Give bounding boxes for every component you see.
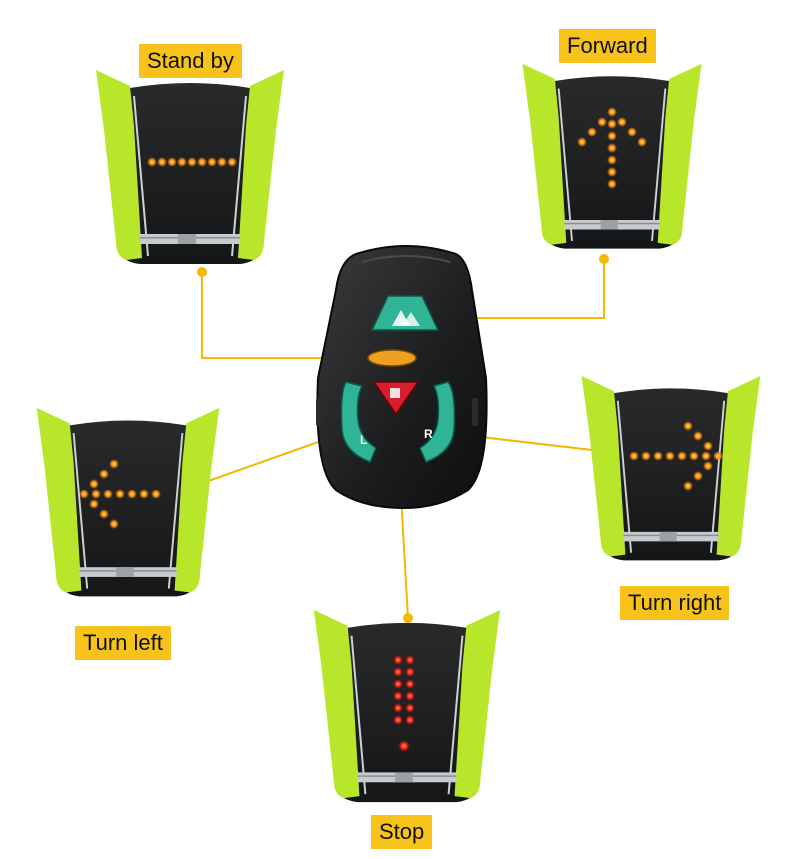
label-turn-left: Turn left [75, 626, 171, 660]
remote-stop-button[interactable] [372, 381, 420, 416]
remote-left-button[interactable]: L [340, 381, 377, 463]
label-forward: Forward [559, 29, 656, 63]
vest-forward [521, 62, 703, 250]
led-forward-arrow [577, 107, 647, 189]
led-left-arrow [79, 459, 161, 529]
remote-forward-button[interactable] [370, 295, 440, 331]
label-stop: Stop [371, 815, 433, 849]
label-stand-by: Stand by [139, 44, 242, 78]
vest-turn-right [580, 375, 762, 562]
remote-left-letter: L [360, 433, 367, 447]
remote-right-button[interactable]: R [419, 381, 456, 463]
vest-standby [95, 69, 285, 265]
remote-control: L R [316, 245, 488, 510]
vest-turn-left [35, 406, 221, 598]
led-standby-bar [147, 157, 237, 167]
label-turn-right: Turn right [620, 586, 730, 620]
remote-right-letter: R [424, 427, 433, 441]
led-right-arrow [629, 421, 723, 491]
vest-stop [312, 608, 502, 804]
led-stop-bar [393, 655, 415, 752]
remote-body [316, 245, 488, 510]
remote-standby-button[interactable] [367, 349, 417, 367]
